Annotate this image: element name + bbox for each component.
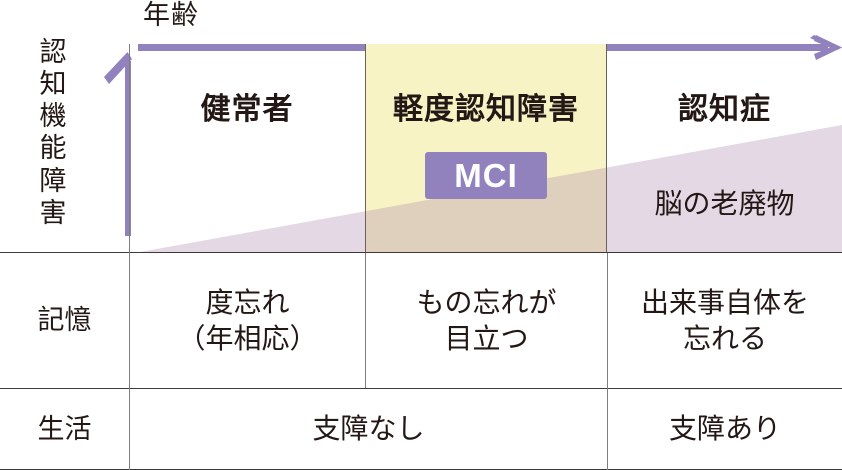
brain-waste-label: 脳の老廃物 <box>654 188 795 219</box>
row-label-memory: 記憶 <box>37 305 92 336</box>
y-axis-label-char: 害 <box>39 197 67 228</box>
table-middle-border <box>0 388 842 389</box>
y-axis-label-char: 能 <box>39 133 67 164</box>
cell-line: 目立つ <box>444 322 529 354</box>
table-cell-memory-mci: もの忘れが 目立つ <box>366 253 607 388</box>
table-top-border <box>0 252 842 253</box>
y-axis-label-char: 障 <box>39 165 67 196</box>
mci-band-right-border <box>606 44 607 252</box>
stage-bands <box>129 44 842 252</box>
mci-highlight-band <box>365 44 607 252</box>
cell-line: 出来事自体を <box>640 286 809 318</box>
table-cell-life-impairment: 支障あり <box>668 413 781 445</box>
stage-title-mci: 軽度認知障害 <box>393 93 579 126</box>
cell-line: 度忘れ <box>205 286 290 318</box>
cell-line: 忘れる <box>682 322 767 354</box>
column-divider-normal-mci <box>365 253 366 388</box>
x-axis-label: 年齢 <box>143 0 199 30</box>
mci-band-left-border <box>365 44 366 252</box>
y-axis-label-char: 認 <box>39 37 67 67</box>
table-cell-life-no-impairment: 支障なし <box>312 413 425 445</box>
y-axis-label: 認 知 機 能 障 害 <box>33 36 73 229</box>
y-axis-label-char: 知 <box>39 69 67 100</box>
column-divider-mci-dementia <box>607 253 608 470</box>
stage-title-dementia: 認知症 <box>678 93 771 126</box>
cell-line: （年相応） <box>177 322 318 354</box>
y-axis-label-char: 機 <box>39 101 67 132</box>
table-cell-memory-dementia: 出来事自体を 忘れる <box>608 253 842 388</box>
mci-badge: MCI <box>425 152 547 199</box>
row-label-divider <box>129 44 130 470</box>
table-cell-memory-normal: 度忘れ （年相応） <box>130 253 365 388</box>
stage-title-normal: 健常者 <box>200 93 294 126</box>
cell-line: もの忘れが <box>416 286 557 318</box>
row-label-daily-life: 生活 <box>37 413 92 444</box>
